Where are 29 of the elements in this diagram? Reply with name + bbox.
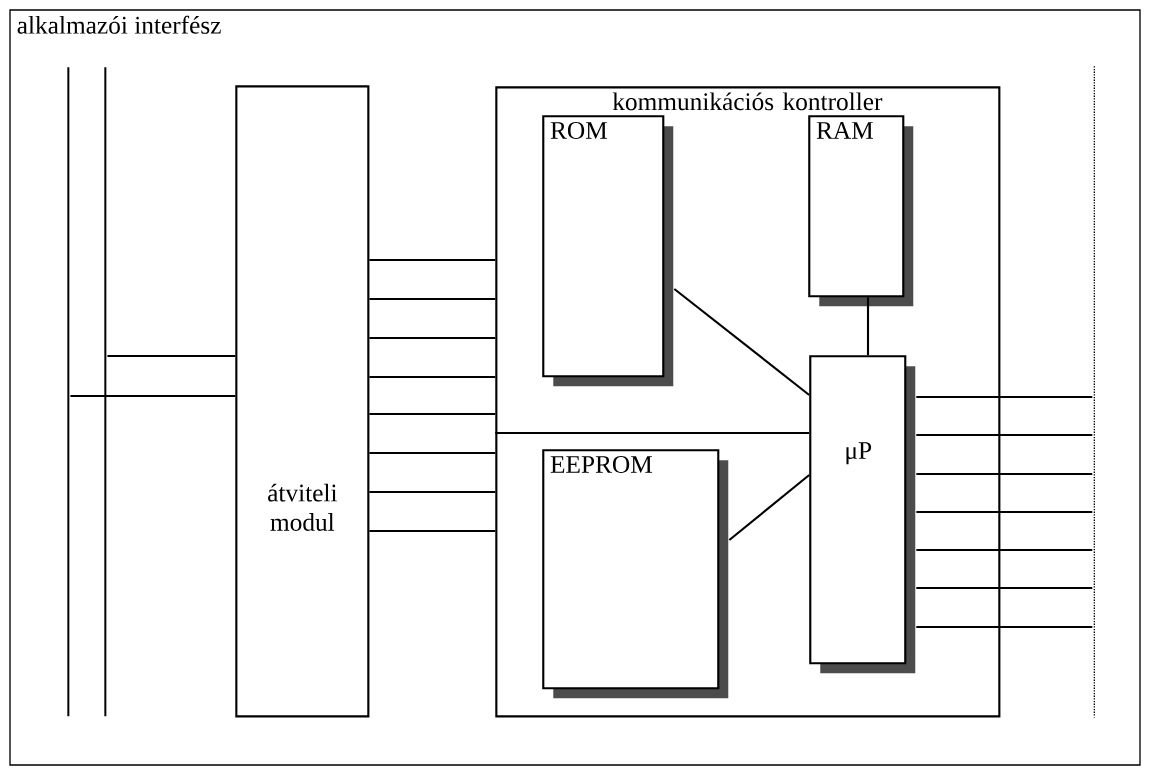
memory-box: ROM [542,115,674,387]
connector-line [916,395,1093,399]
bus-line [1093,65,1095,719]
connector-line [107,354,236,358]
connector-line [369,258,496,262]
connector-line [866,297,870,356]
connector-line [369,412,496,416]
memory-box: RAM [808,115,914,307]
connector-line [495,431,810,435]
connector-line [369,529,496,533]
connector-line [369,297,496,301]
connector-line [916,586,1093,590]
memory-box: EEPROM [542,449,729,699]
connector-line [369,451,496,455]
connector-line [673,288,810,396]
connector-line [369,336,496,340]
bus-line [104,67,107,717]
connector-line [916,472,1093,476]
module-box: átviteli modul [235,85,370,718]
connector-line [916,510,1093,514]
connector-line [916,625,1093,629]
connector-line [70,394,236,398]
processor-box: μP [809,355,916,674]
connector-line [916,433,1093,437]
bus-line [67,67,70,717]
connector-line [369,375,496,379]
connector-line [369,490,496,494]
connector-line [916,548,1093,552]
connector-line [728,474,810,541]
